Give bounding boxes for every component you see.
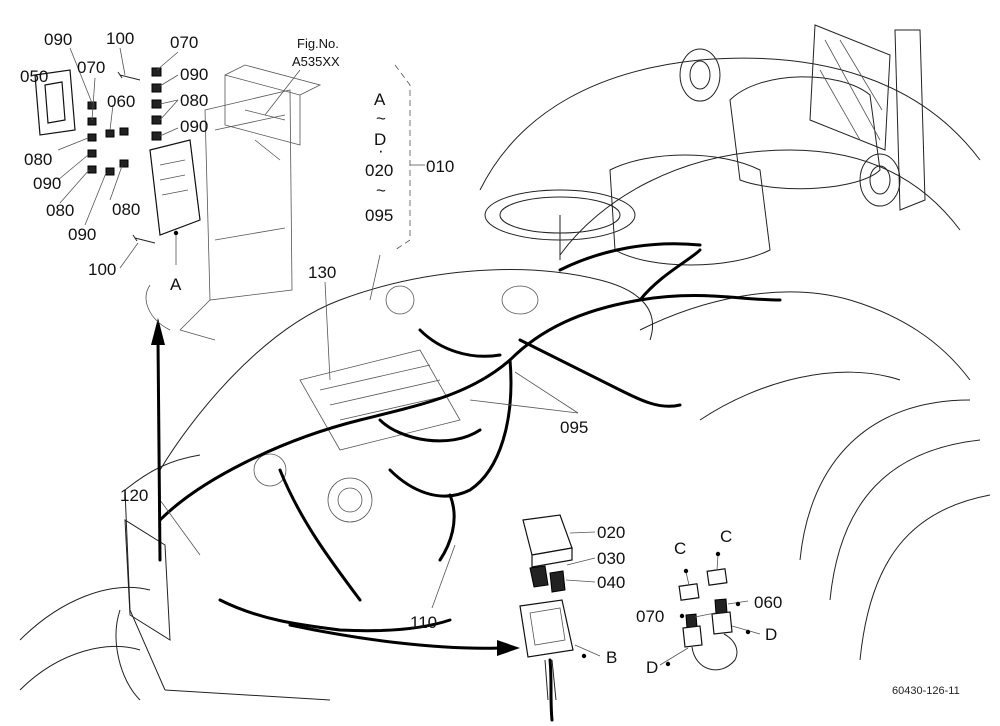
callout-095: 095 bbox=[560, 418, 588, 437]
fig-no-value: A535XX bbox=[292, 54, 340, 69]
callout-dots bbox=[173, 230, 751, 667]
connector-label-b: B bbox=[606, 648, 617, 667]
relay-connector-stack bbox=[519, 514, 574, 722]
callout-130: 130 bbox=[308, 263, 336, 282]
callout-040: 040 bbox=[597, 573, 625, 592]
range-label-a: A bbox=[374, 90, 386, 109]
callout-020: 020 bbox=[597, 523, 625, 542]
range-label-095: 095 bbox=[365, 206, 393, 225]
range-tilde-1: ~ bbox=[376, 109, 386, 128]
callout-090-b: 090 bbox=[180, 65, 208, 84]
callout-080-c: 080 bbox=[46, 201, 74, 220]
connector-label-d-right: D bbox=[765, 625, 777, 644]
connector-label-d-left: D bbox=[646, 658, 658, 677]
tractor-body-outline bbox=[19, 24, 991, 701]
callout-080-a: 080 bbox=[180, 91, 208, 110]
range-label-d: D bbox=[374, 130, 386, 149]
connector-label-c-left: C bbox=[674, 539, 686, 558]
callout-120: 120 bbox=[120, 486, 148, 505]
fig-no-label: Fig.No. bbox=[297, 36, 339, 51]
callout-090-e: 090 bbox=[68, 225, 96, 244]
range-tilde-2: ~ bbox=[376, 181, 386, 200]
fuse-box-exploded bbox=[34, 67, 293, 341]
callout-080-d: 080 bbox=[112, 200, 140, 219]
callout-070-b: 070 bbox=[170, 33, 198, 52]
callout-090-d: 090 bbox=[33, 174, 61, 193]
callout-100-b: 100 bbox=[88, 260, 116, 279]
fig-no-reference bbox=[224, 64, 322, 161]
callout-060-b: 060 bbox=[754, 593, 782, 612]
main-harness bbox=[158, 242, 782, 633]
callout-090-a: 090 bbox=[44, 30, 72, 49]
view-label-a: A bbox=[170, 275, 182, 294]
callout-100-a: 100 bbox=[106, 29, 134, 48]
leader-lines bbox=[57, 47, 761, 666]
callout-060-a: 060 bbox=[107, 92, 135, 111]
callout-090-c: 090 bbox=[180, 117, 208, 136]
range-label-020: 020 bbox=[365, 161, 393, 180]
callout-050: 050 bbox=[20, 67, 48, 86]
figure-code: 60430-126-11 bbox=[892, 685, 960, 697]
callout-070-a: 070 bbox=[77, 58, 105, 77]
callout-080-b: 080 bbox=[24, 150, 52, 169]
connector-label-c-right: C bbox=[720, 527, 732, 546]
callout-070-c: 070 bbox=[636, 607, 664, 626]
callout-010: 010 bbox=[426, 157, 454, 176]
connector-detail-cd bbox=[678, 554, 738, 671]
range-dot: · bbox=[378, 141, 384, 160]
callout-030: 030 bbox=[597, 549, 625, 568]
callout-110: 110 bbox=[410, 613, 437, 632]
range-bracket bbox=[369, 64, 425, 301]
callout-labels: Fig.No. A535XX 050 090 070 100 070 090 0… bbox=[20, 29, 960, 697]
